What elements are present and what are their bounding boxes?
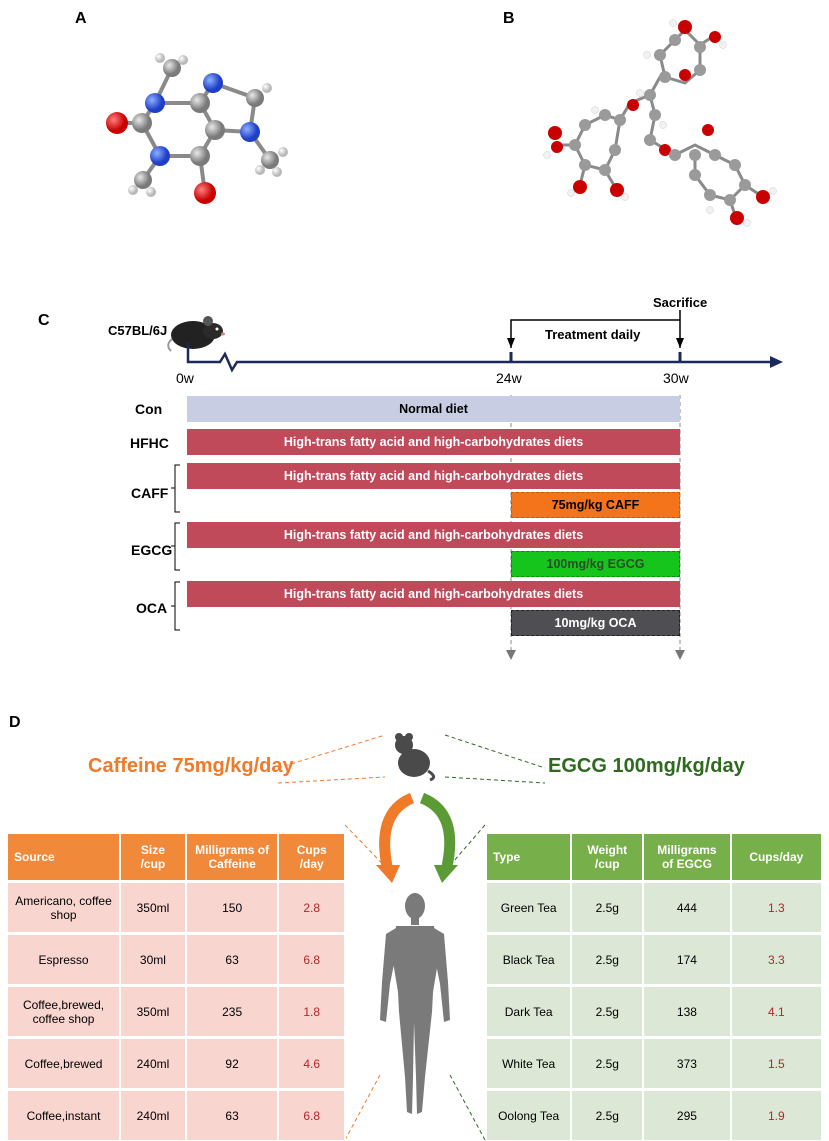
mouse-icon <box>165 315 230 353</box>
group-hfhc: HFHC <box>130 435 169 451</box>
group-egcg: EGCG <box>131 542 173 558</box>
group-oca: OCA <box>136 600 168 616</box>
caffeine-col-cups: Cups /day <box>279 834 346 880</box>
caffeine-cups: 4.6 <box>279 1036 346 1088</box>
egcg-source-table: Type Weight /cup Milligrams of EGCG Cups… <box>487 834 823 1140</box>
tick-24w: 24w <box>496 370 522 386</box>
orange-arrow-icon <box>379 793 415 873</box>
caffeine-source: Americano, coffee shop <box>8 880 122 932</box>
group-con: Con <box>135 401 163 417</box>
egcg-type: Dark Tea <box>487 984 573 1036</box>
bar-normal-diet: Normal diet <box>187 396 680 422</box>
green-arrow-icon <box>419 793 456 873</box>
bar-oca-dose: 10mg/kg OCA <box>511 610 680 636</box>
caffeine-col-source: Source <box>8 834 122 880</box>
egcg-col-weight: Weight /cup <box>572 834 645 880</box>
bar-egcg-dose: 100mg/kg EGCG <box>511 551 680 577</box>
egcg-mg: 138 <box>644 984 732 1036</box>
caffeine-size: 240ml <box>121 1036 187 1088</box>
caffeine-cups: 1.8 <box>279 984 346 1036</box>
table-row: Dark Tea 2.5g 138 4.1 <box>487 984 823 1036</box>
caffeine-source-table: Source Size /cup Milligrams of Caffeine … <box>8 834 346 1140</box>
egcg-dose-heading: EGCG 100mg/kg/day <box>548 755 745 777</box>
caffeine-cups: 6.8 <box>279 1088 346 1140</box>
tick-0w: 0w <box>176 370 194 386</box>
egcg-col-type: Type <box>487 834 573 880</box>
caffeine-source: Coffee,instant <box>8 1088 122 1140</box>
caffeine-source: Espresso <box>8 932 122 984</box>
caffeine-mg: 150 <box>186 880 280 932</box>
caffeine-size: 350ml <box>121 880 187 932</box>
egcg-weight: 2.5g <box>572 1088 645 1140</box>
caffeine-size: 350ml <box>121 984 187 1036</box>
egcg-cups: 1.3 <box>731 880 823 932</box>
egcg-mg: 174 <box>644 932 732 984</box>
bar-oca-diet: High-trans fatty acid and high-carbohydr… <box>187 581 680 607</box>
panel-label-a: A <box>75 10 87 27</box>
table-row: Oolong Tea 2.5g 295 1.9 <box>487 1088 823 1140</box>
caffeine-molecule-icon <box>106 53 288 204</box>
group-brackets <box>171 464 180 631</box>
egcg-weight: 2.5g <box>572 932 645 984</box>
table-row: Coffee,instant 240ml 63 6.8 <box>8 1088 346 1140</box>
egcg-type: Green Tea <box>487 880 573 932</box>
bar-caff-dose: 75mg/kg CAFF <box>511 492 680 518</box>
egcg-type: Oolong Tea <box>487 1088 573 1140</box>
caffeine-cups: 6.8 <box>279 932 346 984</box>
egcg-molecule-icon <box>543 19 777 227</box>
caffeine-mg: 63 <box>186 932 280 984</box>
caffeine-cups: 2.8 <box>279 880 346 932</box>
egcg-cups: 1.5 <box>731 1036 823 1088</box>
egcg-col-mg: Milligrams of EGCG <box>644 834 732 880</box>
egcg-mg: 373 <box>644 1036 732 1088</box>
sacrifice-label: Sacrifice <box>653 295 708 310</box>
bar-caff-diet: High-trans fatty acid and high-carbohydr… <box>187 463 680 489</box>
egcg-table-header: Type Weight /cup Milligrams of EGCG Cups… <box>487 834 823 880</box>
table-row: Green Tea 2.5g 444 1.3 <box>487 880 823 932</box>
caffeine-col-mg: Milligrams of Caffeine <box>186 834 280 880</box>
group-caff: CAFF <box>131 485 169 501</box>
egcg-weight: 2.5g <box>572 984 645 1036</box>
caffeine-size: 240ml <box>121 1088 187 1140</box>
panel-label-c: C <box>38 312 50 329</box>
caffeine-mg: 92 <box>186 1036 280 1088</box>
strain-label: C57BL/6J <box>108 323 168 338</box>
caffeine-source: Coffee,brewed, coffee shop <box>8 984 122 1036</box>
egcg-col-cups: Cups/day <box>731 834 823 880</box>
egcg-weight: 2.5g <box>572 1036 645 1088</box>
cycle-arrows <box>376 793 458 883</box>
caffeine-mg: 235 <box>186 984 280 1036</box>
table-row: Espresso 30ml 63 6.8 <box>8 932 346 984</box>
table-row: Americano, coffee shop 350ml 150 2.8 <box>8 880 346 932</box>
panel-label-d: D <box>9 714 21 731</box>
bar-hfhc: High-trans fatty acid and high-carbohydr… <box>187 429 680 455</box>
mouse-icon <box>390 733 440 782</box>
timeline-axis <box>186 310 783 373</box>
tick-30w: 30w <box>663 370 689 386</box>
egcg-cups: 3.3 <box>731 932 823 984</box>
table-row: Coffee,brewed, coffee shop 350ml 235 1.8 <box>8 984 346 1036</box>
egcg-type: White Tea <box>487 1036 573 1088</box>
caffeine-source: Coffee,brewed <box>8 1036 122 1088</box>
egcg-cups: 1.9 <box>731 1088 823 1140</box>
bar-egcg-diet: High-trans fatty acid and high-carbohydr… <box>187 522 680 548</box>
treatment-label: Treatment daily <box>545 327 641 342</box>
egcg-weight: 2.5g <box>572 880 645 932</box>
egcg-type: Black Tea <box>487 932 573 984</box>
egcg-cups: 4.1 <box>731 984 823 1036</box>
caffeine-table-header: Source Size /cup Milligrams of Caffeine … <box>8 834 346 880</box>
egcg-mg: 444 <box>644 880 732 932</box>
caffeine-col-size: Size /cup <box>121 834 187 880</box>
table-row: Coffee,brewed 240ml 92 4.6 <box>8 1036 346 1088</box>
egcg-mg: 295 <box>644 1088 732 1140</box>
table-row: White Tea 2.5g 373 1.5 <box>487 1036 823 1088</box>
caffeine-size: 30ml <box>121 932 187 984</box>
table-row: Black Tea 2.5g 174 3.3 <box>487 932 823 984</box>
caffeine-dose-heading: Caffeine 75mg/kg/day <box>88 755 294 777</box>
caffeine-mg: 63 <box>186 1088 280 1140</box>
human-body-icon <box>378 892 453 1122</box>
panel-label-b: B <box>503 10 515 27</box>
